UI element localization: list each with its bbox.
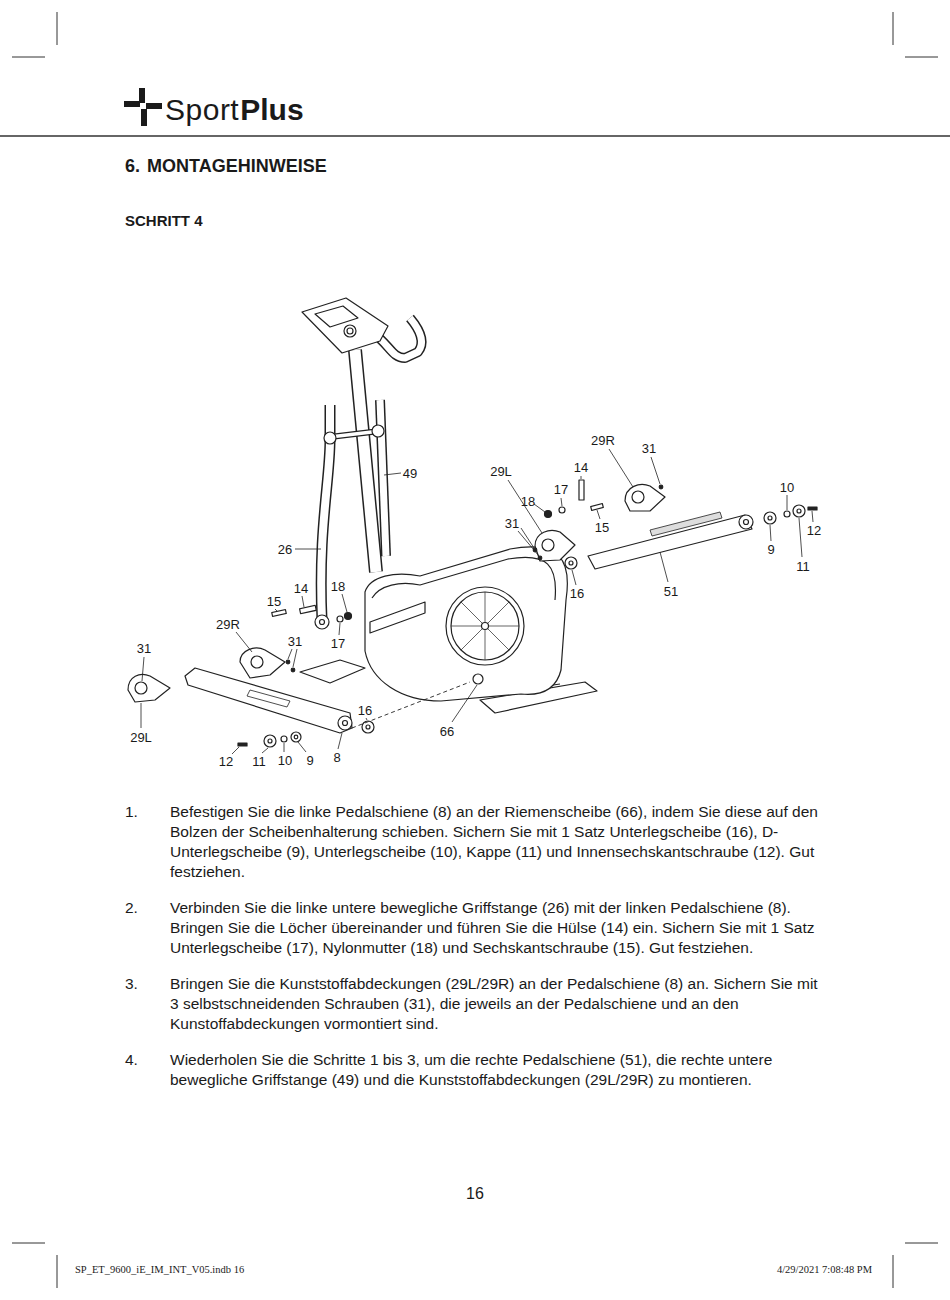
logo-word: Plus bbox=[240, 93, 303, 127]
callout-number: 11 bbox=[252, 755, 266, 768]
logo-word: Sport bbox=[165, 93, 239, 127]
callout-number: 18 bbox=[331, 580, 345, 593]
instruction-text: Befestigen Sie die linke Pedalschiene (8… bbox=[170, 802, 826, 882]
callout-number: 29L bbox=[130, 731, 152, 744]
callout-number: 11 bbox=[796, 560, 810, 573]
logo-icon bbox=[124, 88, 162, 126]
callout-number: 10 bbox=[278, 754, 292, 767]
callout-number: 49 bbox=[403, 467, 417, 480]
instruction-text: Wiederholen Sie die Schritte 1 bis 3, um… bbox=[170, 1050, 826, 1090]
print-info: 4/29/2021 7:08:48 PM bbox=[777, 1264, 872, 1275]
callout-number: 26 bbox=[278, 543, 292, 556]
callout-number: 29R bbox=[591, 434, 615, 447]
callout-number: 14 bbox=[574, 461, 588, 474]
callout-number: 17 bbox=[331, 637, 345, 650]
callout-number: 18 bbox=[521, 495, 535, 508]
page-number: 16 bbox=[466, 1185, 484, 1203]
step-heading: SCHRITT 4 bbox=[125, 212, 203, 229]
callout-number: 10 bbox=[780, 481, 794, 494]
step-number: 4. bbox=[125, 1050, 138, 1070]
step-number: 2. bbox=[125, 898, 138, 918]
callout-number: 16 bbox=[358, 704, 372, 717]
callout-number: 15 bbox=[595, 521, 609, 534]
callout-number: 29R bbox=[216, 618, 240, 631]
callout-number: 8 bbox=[333, 751, 340, 764]
instruction-text: Bringen Sie die Kunststoffabdeckungen (2… bbox=[170, 974, 826, 1034]
callout-number: 31 bbox=[642, 442, 656, 455]
step-number: 1. bbox=[125, 802, 138, 822]
leader-lines bbox=[141, 449, 813, 754]
callout-number: 31 bbox=[137, 642, 151, 655]
callout-number: 9 bbox=[767, 543, 774, 556]
callout-number: 17 bbox=[554, 483, 568, 496]
callout-number: 9 bbox=[306, 754, 313, 767]
callout-number: 29L bbox=[490, 465, 512, 478]
callout-number: 14 bbox=[294, 582, 308, 595]
callout-number: 66 bbox=[440, 725, 454, 738]
section-title: 6. MONTAGEHINWEISE bbox=[125, 156, 327, 177]
crop-marks bbox=[12, 12, 938, 1288]
header-rule bbox=[0, 135, 950, 137]
callout-number: 31 bbox=[288, 635, 302, 648]
callout-number: 51 bbox=[664, 585, 678, 598]
callout-number: 16 bbox=[570, 587, 584, 600]
callout-number: 12 bbox=[219, 755, 233, 768]
callout-number: 15 bbox=[267, 595, 281, 608]
callout-number: 31 bbox=[505, 517, 519, 530]
instruction-text: Verbinden Sie die linke untere beweglich… bbox=[170, 898, 826, 958]
print-info: SP_ET_9600_iE_IM_INT_V05.indb 16 bbox=[75, 1264, 244, 1275]
trainer-drawing bbox=[128, 298, 817, 747]
step-number: 3. bbox=[125, 974, 138, 994]
callout-number: 12 bbox=[807, 524, 821, 537]
